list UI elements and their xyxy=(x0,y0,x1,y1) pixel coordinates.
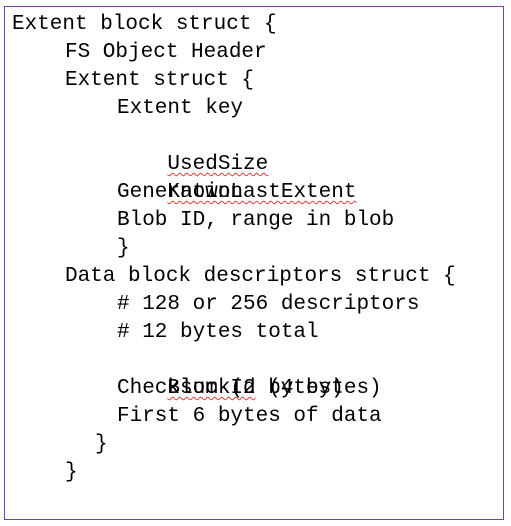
closing-brace: } xyxy=(95,433,108,456)
code-line: KnownLastExtent xyxy=(117,151,356,235)
code-line: Data block descriptors struct { xyxy=(65,265,456,288)
spellcheck-word: UsedSize xyxy=(167,153,269,176)
code-document: Extent block struct { FS Object Header E… xyxy=(4,6,504,520)
code-line-suffix: (4 bytes) xyxy=(255,377,382,400)
code-line: Generation xyxy=(117,181,244,204)
spellcheck-word: KnownLastExtent xyxy=(167,181,357,204)
code-line: Blob ID, range in blob xyxy=(117,209,395,232)
code-line: # 12 bytes total xyxy=(117,321,319,344)
code-line: Extent key xyxy=(117,97,244,120)
spellcheck-word: BlockId xyxy=(167,377,256,400)
code-line: BlockId (4 bytes) xyxy=(117,347,382,431)
code-line: Extent block struct { xyxy=(12,13,277,36)
code-line: Checksum (2 bytes) xyxy=(117,377,344,400)
closing-brace: } xyxy=(117,237,130,260)
code-line: # 128 or 256 descriptors xyxy=(117,293,420,316)
code-line: First 6 bytes of data xyxy=(117,405,382,428)
closing-brace: } xyxy=(65,461,78,484)
code-line: FS Object Header xyxy=(65,41,267,64)
code-line: UsedSize xyxy=(117,123,268,207)
code-line: Extent struct { xyxy=(65,69,255,92)
